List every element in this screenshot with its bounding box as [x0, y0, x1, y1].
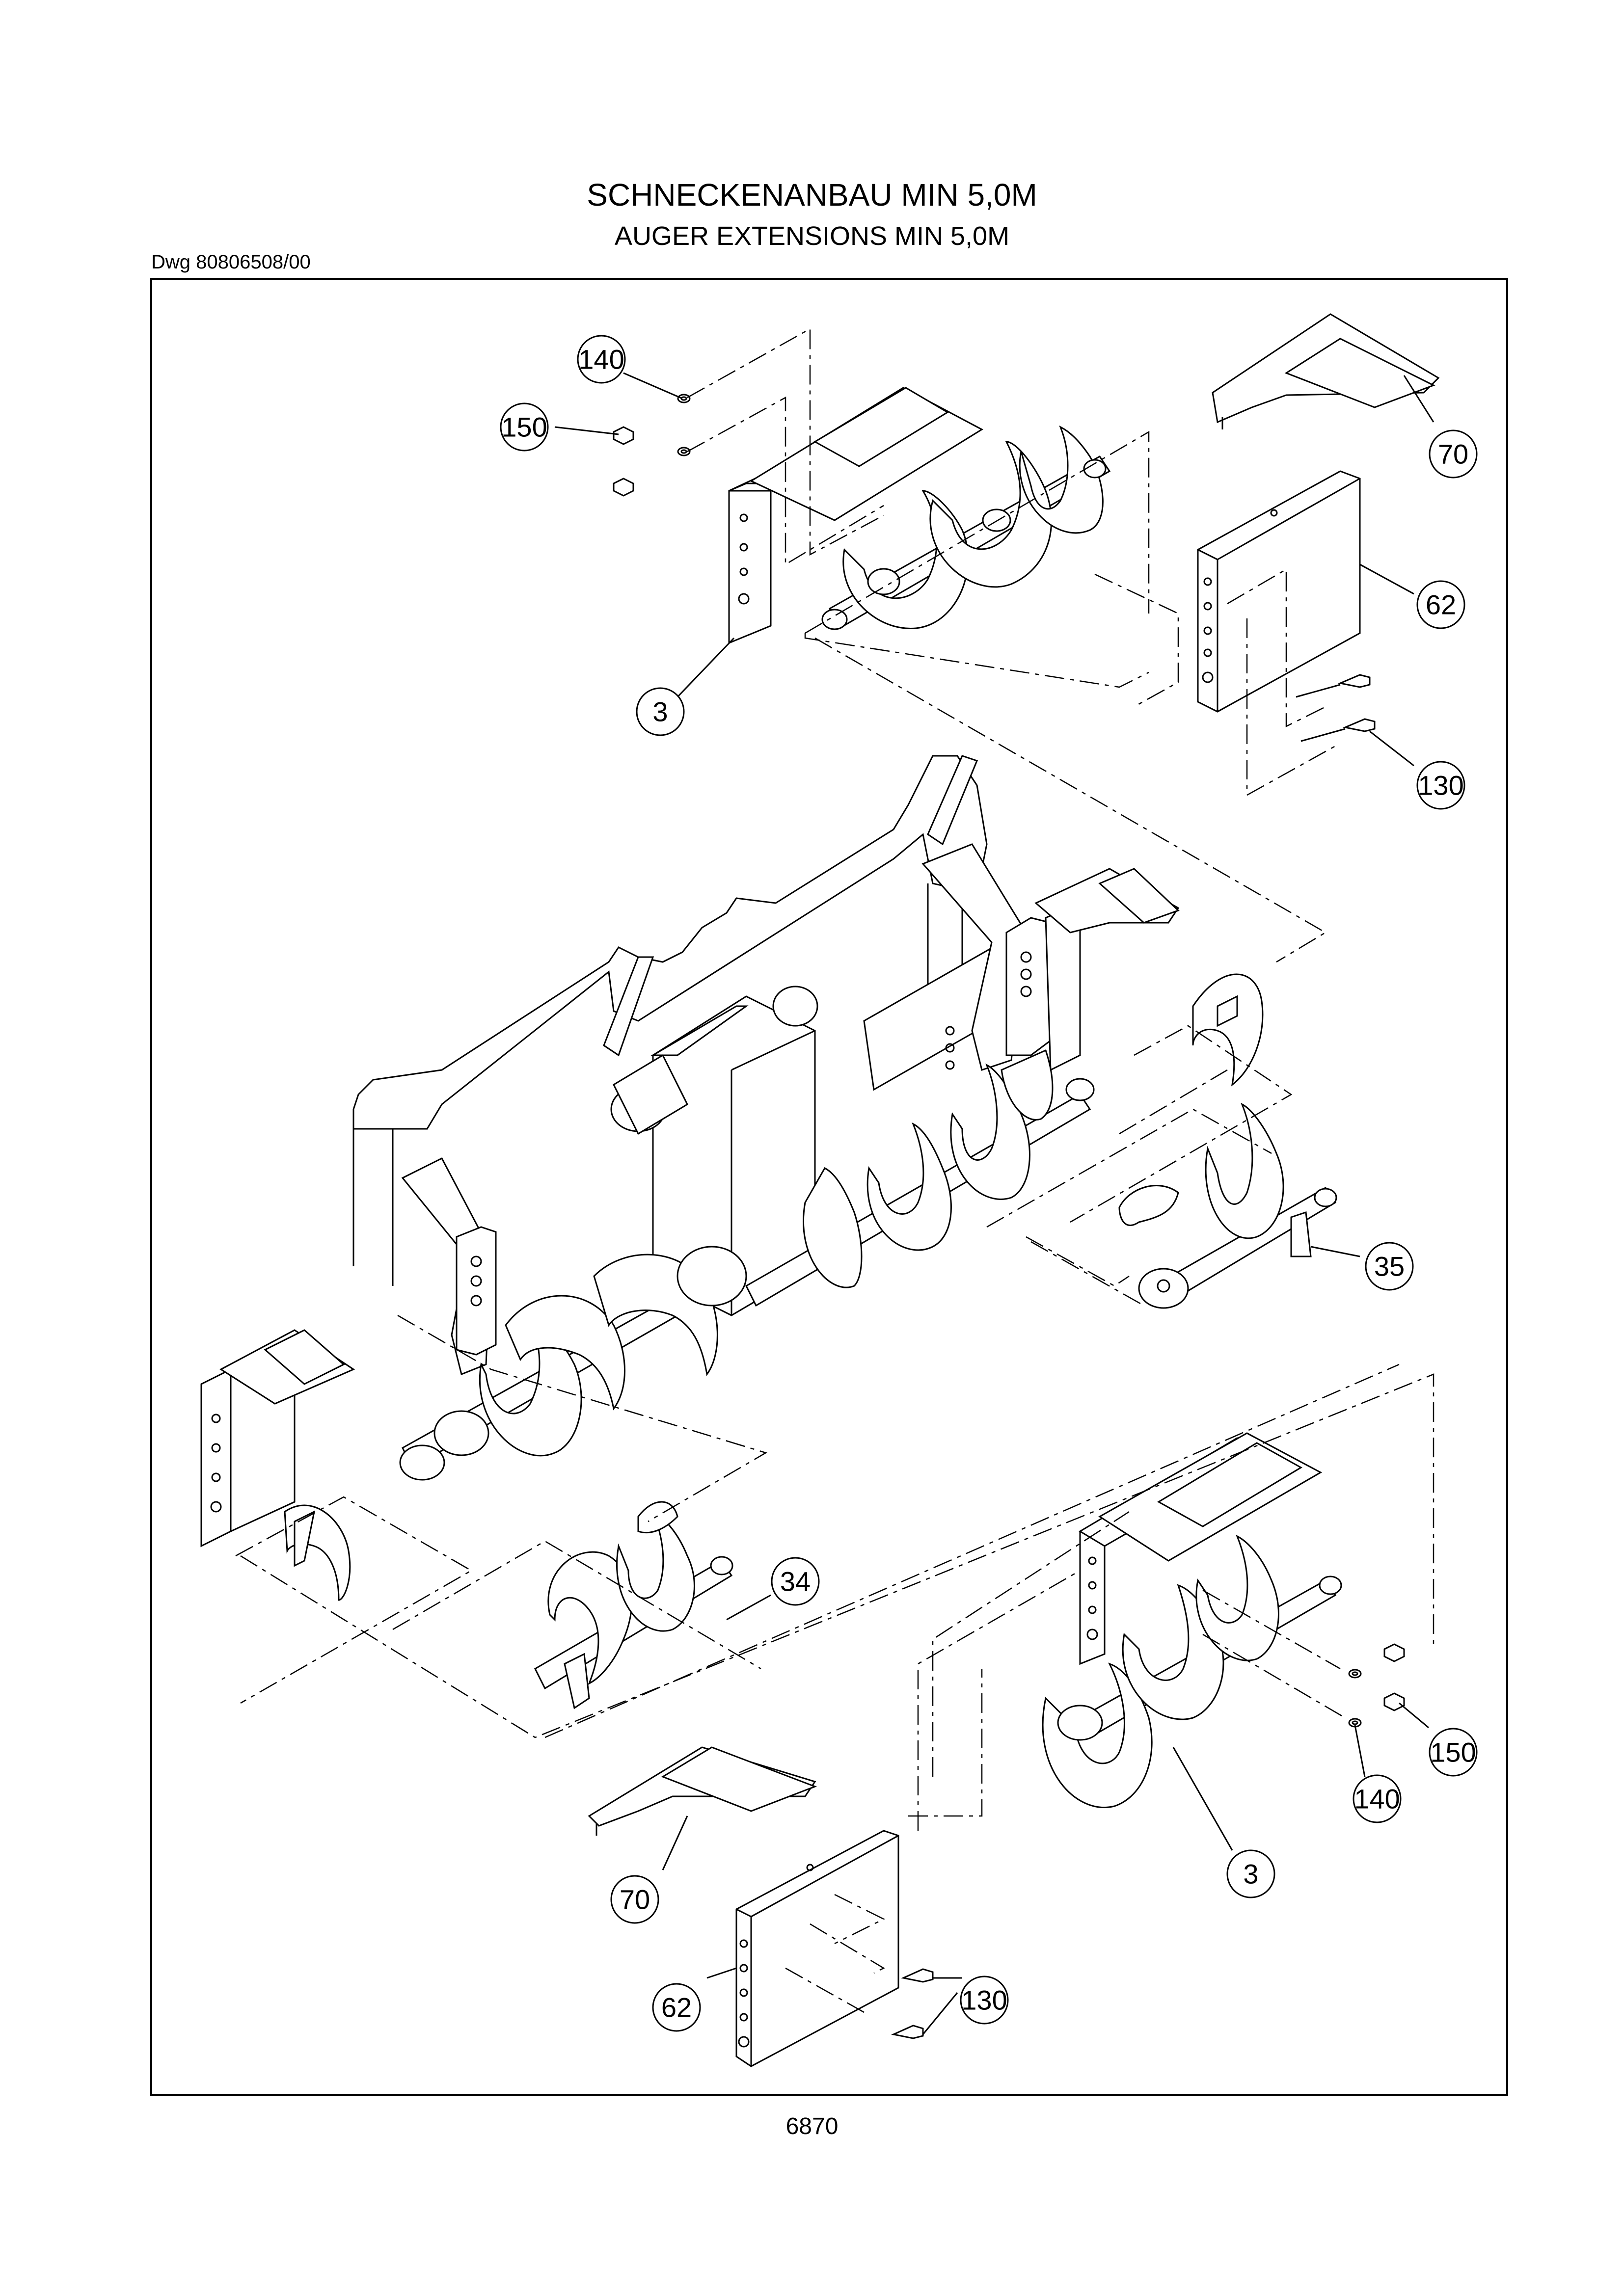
top-auger-cover — [1212, 313, 1440, 429]
callout-label: 150 — [501, 412, 547, 443]
callout-label: 34 — [780, 1566, 811, 1597]
callout-label: 70 — [620, 1884, 650, 1915]
left-flight-segment — [284, 1504, 351, 1601]
callout-label: 3 — [652, 696, 668, 727]
callout-70-top: 70 — [1429, 429, 1478, 479]
callout-140-bot: 140 — [1353, 1774, 1402, 1823]
bottom-washers-and-nuts — [1348, 1643, 1405, 1728]
callout-62-top: 62 — [1416, 580, 1465, 629]
callout-130-top: 130 — [1416, 761, 1465, 810]
callout-label: 130 — [1418, 770, 1463, 801]
callout-label: 62 — [1426, 589, 1456, 620]
drawing-number: Dwg 80806508/00 — [151, 251, 311, 273]
callout-label: 70 — [1438, 439, 1468, 470]
top-bolts — [1296, 674, 1376, 742]
callout-3-top: 3 — [636, 687, 685, 736]
callout-150-top: 150 — [500, 402, 549, 452]
title-german: SCHNECKENANBAU MIN 5,0M — [587, 177, 1037, 213]
callout-150-bot: 150 — [1429, 1728, 1478, 1777]
callout-label: 140 — [578, 344, 624, 375]
assembly-lines — [235, 327, 1435, 2013]
exploded-view-artwork — [200, 313, 1440, 2067]
callout-34: 34 — [771, 1557, 820, 1606]
auger-extension-34 — [534, 1501, 733, 1709]
title-english: AUGER EXTENSIONS MIN 5,0M — [614, 221, 1010, 251]
auger-extension-35 — [1118, 1102, 1337, 1309]
callout-label: 35 — [1374, 1251, 1405, 1282]
callout-bubbles: 140 150 70 62 3 130 35 34 150 140 3 70 1… — [500, 335, 1478, 2032]
callout-130-bot: 130 — [960, 1976, 1009, 2025]
callout-label: 130 — [961, 1985, 1007, 2016]
callout-62-bot: 62 — [652, 1983, 701, 2032]
top-washers-and-nuts — [613, 394, 691, 497]
drawing-frame — [150, 278, 1508, 2096]
callout-70-bot: 70 — [610, 1875, 659, 1924]
callout-140-top: 140 — [577, 335, 626, 384]
callouts — [554, 372, 1435, 2035]
bottom-auger-extension — [1042, 1432, 1342, 1808]
top-auger-extension — [728, 387, 1111, 644]
bottom-bolts — [891, 1968, 934, 2039]
bottom-support-box — [735, 1830, 899, 2067]
main-frame-assembly — [200, 755, 1180, 1548]
bottom-auger-cover — [588, 1746, 817, 1836]
callout-label: 140 — [1354, 1784, 1400, 1815]
callout-label: 3 — [1243, 1859, 1258, 1890]
callout-label: 150 — [1430, 1737, 1476, 1768]
callout-3-bot: 3 — [1226, 1849, 1275, 1898]
page-number: 6870 — [785, 2113, 839, 2139]
callout-35: 35 — [1365, 1242, 1414, 1291]
callout-label: 62 — [661, 1992, 692, 2023]
top-support-box — [1197, 470, 1361, 713]
right-flight-segment — [1192, 973, 1264, 1087]
